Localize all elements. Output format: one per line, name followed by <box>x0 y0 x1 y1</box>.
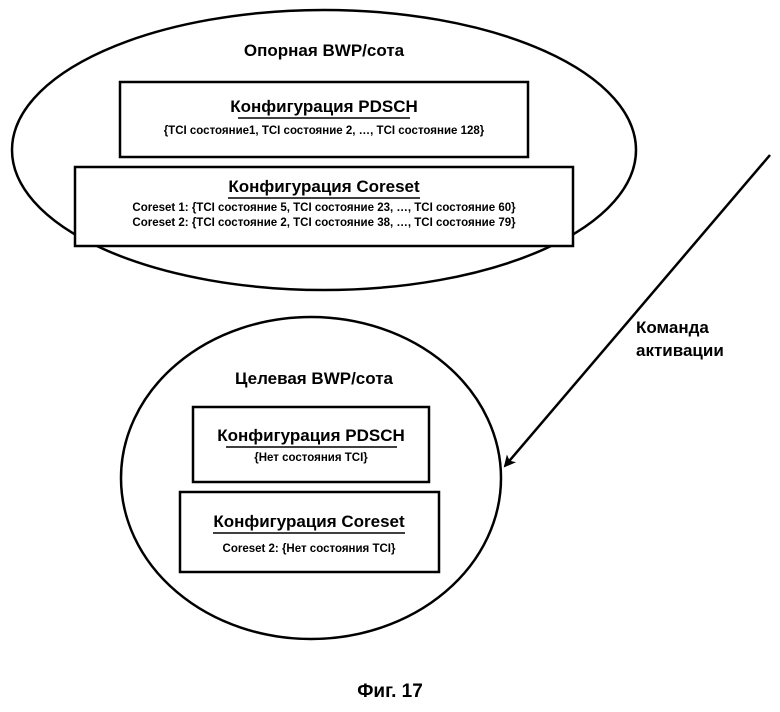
source-pdsch-config: Конфигурация PDSCH {TCI состояние1, TCI … <box>120 82 528 157</box>
source-bwp-cell: Опорная BWP/сота Конфигурация PDSCH {TCI… <box>12 10 636 290</box>
target-coreset-line: Coreset 2: {Нет состояния TCI} <box>223 543 396 555</box>
target-coreset-config: Конфигурация Coreset Coreset 2: {Нет сос… <box>180 492 439 572</box>
source-pdsch-box <box>120 82 528 157</box>
source-coreset-title: Конфигурация Coreset <box>228 177 420 196</box>
target-coreset-title: Конфигурация Coreset <box>213 512 405 531</box>
target-coreset-box <box>180 492 439 572</box>
target-pdsch-title: Конфигурация PDSCH <box>217 426 405 445</box>
figure-label: Фиг. 17 <box>357 681 423 702</box>
target-bwp-cell: Целевая BWP/сота Конфигурация PDSCH {Нет… <box>121 317 501 639</box>
source-coreset-config: Конфигурация Coreset Coreset 1: {TCI сос… <box>75 167 573 246</box>
target-title: Целевая BWP/сота <box>235 369 394 388</box>
source-pdsch-line: {TCI состояние1, TCI состояние 2, …, TCI… <box>164 125 485 137</box>
target-pdsch-config: Конфигурация PDSCH {Нет состояния TCI} <box>193 407 429 482</box>
source-pdsch-title: Конфигурация PDSCH <box>230 97 418 116</box>
source-coreset-line-2: Coreset 2: {TCI состояние 2, TCI состоян… <box>132 217 516 229</box>
source-coreset-line-1: Coreset 1: {TCI состояние 5, TCI состоян… <box>132 202 516 214</box>
activation-label-line-2: активации <box>636 341 724 360</box>
source-title: Опорная BWP/сота <box>244 41 405 60</box>
target-pdsch-line: {Нет состояния TCI} <box>254 452 368 464</box>
activation-label-line-1: Команда <box>636 318 709 337</box>
